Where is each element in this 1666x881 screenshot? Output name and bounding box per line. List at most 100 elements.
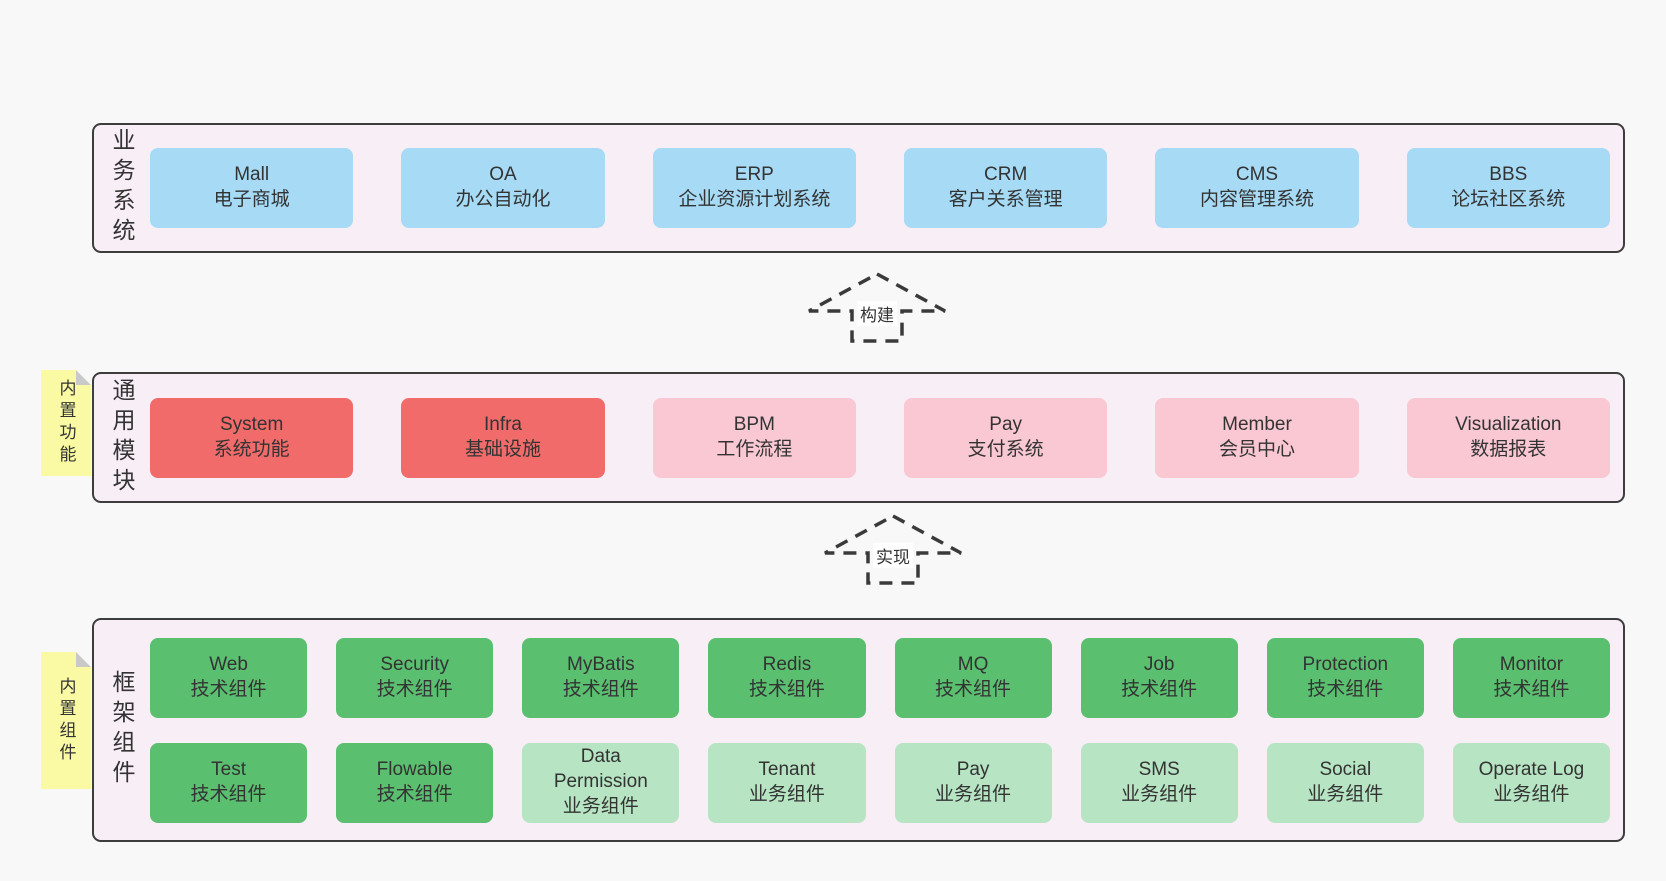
band-modules-content: System 系统功能 Infra 基础设施 BPM 工作流程 Pay 支付系统… <box>150 374 1623 501</box>
box-operate-log: Operate Log 业务组件 <box>1452 742 1610 823</box>
module-box-title: Flowable <box>376 758 453 780</box>
box-infra: Infra 基础设施 <box>401 397 605 478</box>
module-box-subtitle: 电子商城 <box>213 189 290 210</box>
module-box-title: Infra <box>483 413 522 435</box>
sticky-note-builtin-components: 内置组件 <box>41 652 91 789</box>
module-box-subtitle: 支付系统 <box>967 438 1044 460</box>
module-box-subtitle: 内容管理系统 <box>1199 189 1314 210</box>
build-arrow-label: 构建 <box>857 301 897 326</box>
band-business-content: Mall 电子商城 OA 办公自动化 ERP 企业资源计划系统 CRM 客户关系… <box>150 125 1623 251</box>
components-box-row-1: Web 技术组件 Security 技术组件 MyBatis 技术组件 Redi… <box>150 637 1610 718</box>
band-label-framework-components: 框架组件 <box>109 670 135 790</box>
box-job: Job 技术组件 <box>1080 637 1238 718</box>
module-box-title: Job <box>1143 653 1175 675</box>
box-flowable: Flowable 技术组件 <box>336 742 494 823</box>
module-box-subtitle: 业务组件 <box>562 795 639 817</box>
module-box-subtitle: 技术组件 <box>562 678 639 700</box>
module-box-title: ERP <box>734 164 774 186</box>
module-box-title: Pay <box>989 413 1023 435</box>
module-box-title: Member <box>1222 413 1292 435</box>
band-label-common-modules: 通用模块 <box>109 377 135 498</box>
box-bbs: BBS 论坛社区系统 <box>1406 148 1610 228</box>
box-social: Social 业务组件 <box>1266 742 1424 823</box>
module-box-title: CMS <box>1235 164 1279 186</box>
module-box-title: System <box>219 413 284 435</box>
module-box-subtitle: 技术组件 <box>1121 678 1198 700</box>
box-data-permission: Data Permission 业务组件 <box>522 742 680 823</box>
module-box-subtitle: 数据报表 <box>1470 438 1547 460</box>
box-mall: Mall 电子商城 <box>150 148 354 228</box>
module-box-title: CRM <box>984 164 1028 186</box>
module-box-subtitle: 技术组件 <box>190 783 267 805</box>
module-box-subtitle: 业务组件 <box>1121 783 1198 805</box>
module-box-subtitle: 会员中心 <box>1218 438 1295 460</box>
box-tenant: Tenant 业务组件 <box>708 742 866 823</box>
box-erp: ERP 企业资源计划系统 <box>652 148 856 228</box>
box-protection: Protection 技术组件 <box>1266 637 1424 718</box>
module-box-subtitle: 业务组件 <box>748 783 825 805</box>
module-box-title: Mall <box>234 164 270 186</box>
module-box-title: Test <box>211 758 246 780</box>
module-box-subtitle: 业务组件 <box>935 783 1012 805</box>
module-box-title: Visualization <box>1455 413 1562 435</box>
module-box-title: Social <box>1319 758 1372 780</box>
box-mybatis: MyBatis 技术组件 <box>522 637 680 718</box>
module-box-subtitle: 技术组件 <box>376 783 453 805</box>
band-label-business-systems: 业务系统 <box>109 128 135 248</box>
module-box-subtitle: 基础设施 <box>464 438 541 460</box>
module-box-title: BPM <box>733 413 775 435</box>
business-box-row: Mall 电子商城 OA 办公自动化 ERP 企业资源计划系统 CRM 客户关系… <box>150 148 1610 228</box>
box-web: Web 技术组件 <box>150 637 308 718</box>
build-arrow: 构建 <box>806 270 948 344</box>
box-mq: MQ 技术组件 <box>894 637 1052 718</box>
band-common-modules: 通用模块 System 系统功能 Infra 基础设施 BPM 工作流程 Pay… <box>92 372 1625 503</box>
module-box-title: MQ <box>957 653 989 675</box>
box-bpm: BPM 工作流程 <box>652 397 856 478</box>
box-oa: OA 办公自动化 <box>401 148 605 228</box>
module-box-subtitle: 业务组件 <box>1493 783 1570 805</box>
box-pay: Pay 支付系统 <box>903 397 1108 478</box>
module-box-title: Protection <box>1302 653 1389 675</box>
module-box-title: Data Permission <box>553 746 648 793</box>
band-business-systems: 业务系统 Mall 电子商城 OA 办公自动化 ERP 企业资源计划系统 CRM… <box>92 123 1625 253</box>
module-box-subtitle: 论坛社区系统 <box>1451 189 1566 210</box>
band-framework-components: 框架组件 Web 技术组件 Security 技术组件 MyBatis 技术组件… <box>92 618 1625 842</box>
module-box-subtitle: 办公自动化 <box>455 189 551 210</box>
box-monitor: Monitor 技术组件 <box>1452 637 1610 718</box>
module-box-title: Operate Log <box>1478 758 1585 780</box>
module-box-title: Security <box>380 653 449 675</box>
dashed-up-arrow-icon <box>824 514 962 585</box>
module-box-subtitle: 业务组件 <box>1307 783 1384 805</box>
box-cms: CMS 内容管理系统 <box>1155 148 1359 228</box>
module-box-subtitle: 技术组件 <box>190 678 267 700</box>
box-test: Test 技术组件 <box>150 742 308 823</box>
module-box-title: MyBatis <box>567 653 635 675</box>
module-box-title: OA <box>489 164 517 186</box>
box-visualization: Visualization 数据报表 <box>1406 397 1610 478</box>
module-box-subtitle: 技术组件 <box>748 678 825 700</box>
band-components-content: Web 技术组件 Security 技术组件 MyBatis 技术组件 Redi… <box>150 620 1623 840</box>
module-box-subtitle: 企业资源计划系统 <box>678 189 831 210</box>
box-crm: CRM 客户关系管理 <box>903 148 1108 228</box>
module-box-title: Monitor <box>1499 653 1564 675</box>
module-box-subtitle: 技术组件 <box>935 678 1012 700</box>
module-box-title: Pay <box>956 758 990 780</box>
box-security: Security 技术组件 <box>336 637 494 718</box>
box-system: System 系统功能 <box>150 397 354 478</box>
module-box-title: BBS <box>1489 164 1528 186</box>
module-box-subtitle: 技术组件 <box>1307 678 1384 700</box>
module-box-subtitle: 客户关系管理 <box>948 189 1063 210</box>
module-box-title: Tenant <box>758 758 816 780</box>
module-box-subtitle: 系统功能 <box>213 438 290 460</box>
module-box-title: Redis <box>762 653 812 675</box>
implement-arrow: 实现 <box>822 512 964 586</box>
implement-arrow-label: 实现 <box>873 543 913 568</box>
box-sms: SMS 业务组件 <box>1080 742 1238 823</box>
module-box-title: SMS <box>1138 758 1180 780</box>
modules-box-row: System 系统功能 Infra 基础设施 BPM 工作流程 Pay 支付系统… <box>150 397 1610 478</box>
dashed-up-arrow-icon <box>808 272 946 343</box>
components-box-row-2: Test 技术组件 Flowable 技术组件 Data Permission … <box>150 742 1610 823</box>
box-redis: Redis 技术组件 <box>708 637 866 718</box>
sticky-note-builtin-features: 内置功能 <box>41 370 91 476</box>
